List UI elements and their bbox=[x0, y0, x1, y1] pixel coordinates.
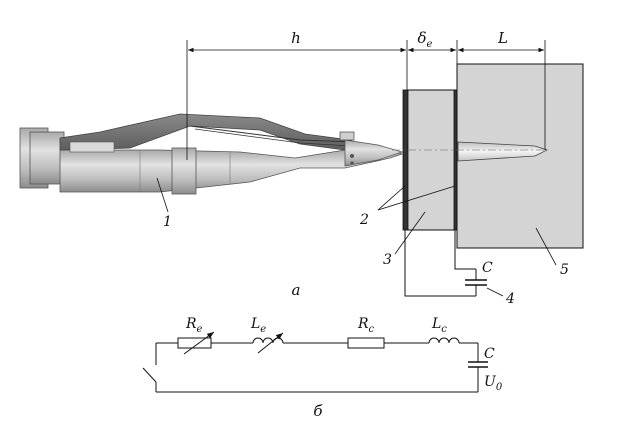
electrode-front bbox=[402, 89, 409, 231]
part-label-2: 2 bbox=[359, 212, 369, 228]
label-Re: Re bbox=[185, 316, 203, 335]
caption-b: б bbox=[313, 402, 323, 420]
equivalent-circuit bbox=[142, 331, 488, 393]
part-label-5: 5 bbox=[560, 262, 569, 278]
part-label-4: 4 bbox=[505, 291, 515, 307]
capacitor-label-top: C bbox=[482, 260, 493, 276]
leader-lines bbox=[156, 177, 557, 297]
capacitor-wiring bbox=[404, 230, 487, 297]
part-label-1: 1 bbox=[163, 214, 172, 230]
dim-label-h: h bbox=[291, 29, 301, 47]
part-label-3: 3 bbox=[383, 252, 392, 268]
projectile bbox=[19, 113, 404, 195]
resistor-Rc bbox=[347, 337, 385, 349]
label-Lc: Lc bbox=[431, 316, 447, 335]
dimension-lines bbox=[186, 40, 546, 160]
label-C: C bbox=[484, 346, 495, 362]
label-Rc: Rc bbox=[357, 316, 375, 335]
target-block bbox=[456, 63, 584, 249]
switch bbox=[142, 367, 157, 383]
dim-label-delta-e: δe bbox=[418, 29, 433, 50]
dim-label-L: L bbox=[497, 29, 508, 47]
caption-a: а bbox=[292, 281, 301, 299]
label-Le: Le bbox=[250, 316, 266, 335]
target-plate bbox=[402, 89, 459, 231]
label-U0: U0 bbox=[484, 374, 503, 393]
inductor-Le bbox=[252, 337, 284, 344]
inductor-Lc bbox=[428, 337, 460, 344]
